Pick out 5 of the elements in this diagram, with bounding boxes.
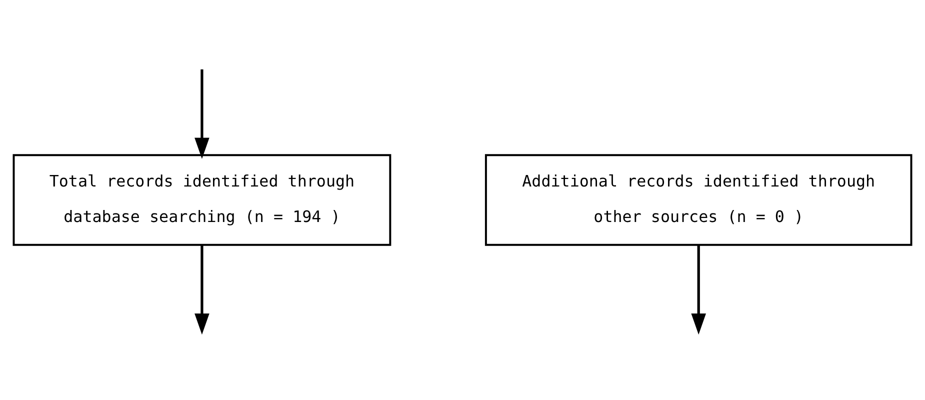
arrow bbox=[194, 69, 210, 159]
node-box: Total records identified through database searching (n = 194 ) bbox=[12, 154, 392, 246]
arrow bbox=[691, 245, 706, 335]
node-box: Additional records identified through other sources (n = 0 ) bbox=[484, 154, 912, 246]
arrow bbox=[194, 245, 210, 335]
